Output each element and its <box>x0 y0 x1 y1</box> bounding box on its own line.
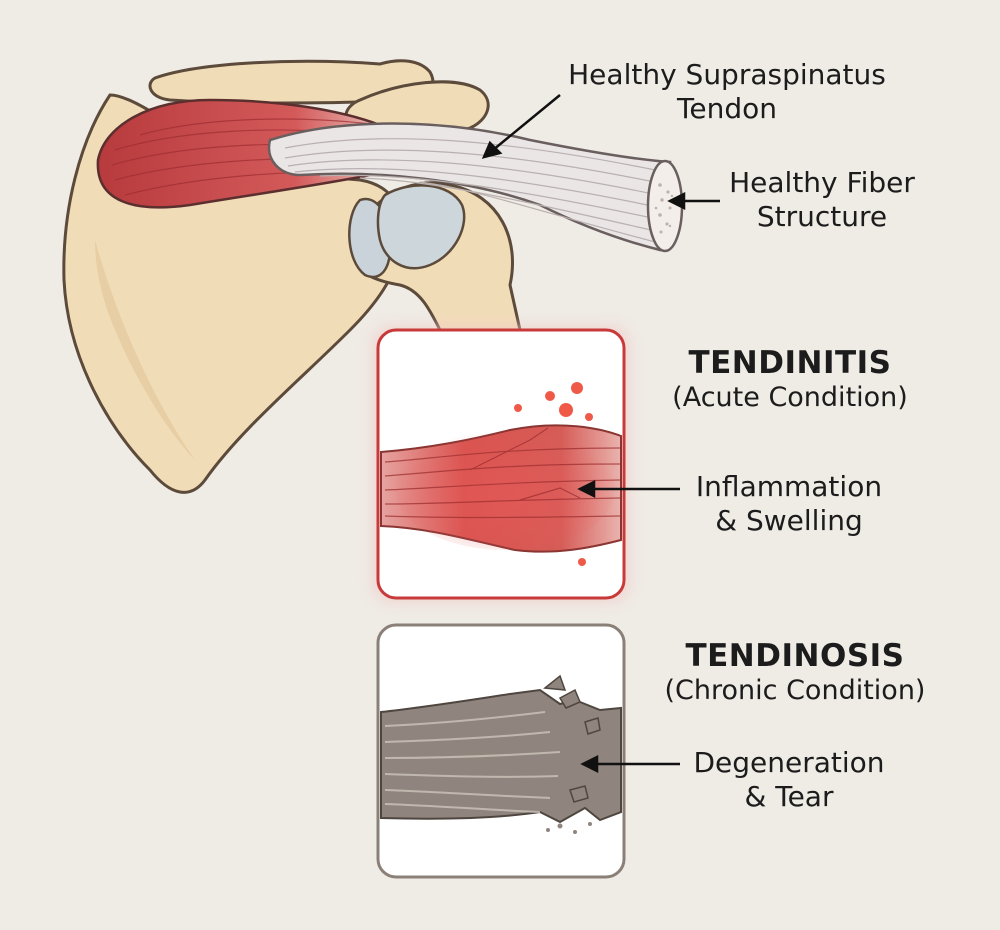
inflamed-fibers <box>384 427 621 519</box>
tendinitis-subtitle: (Acute Condition) <box>672 382 908 414</box>
label-healthy-tendon-line2: Tendon <box>677 91 777 125</box>
arrow-icon <box>481 94 720 774</box>
label-inflammation-line1: Inflammation <box>695 470 883 503</box>
fiber-fragments <box>543 674 601 803</box>
tendon-cut-end <box>646 159 684 253</box>
arrow-head <box>577 479 596 499</box>
label-healthy-fiber-line2: Structure <box>756 199 888 233</box>
label-degeneration-line1: Degeneration <box>693 746 885 779</box>
label-healthy-tendon: Healthy Supraspinatus Tendon <box>562 58 892 125</box>
degenerated-fibers <box>384 711 561 813</box>
humeral-cartilage <box>376 184 466 270</box>
debris-dots <box>546 822 592 834</box>
tendinitis-title: TENDINITIS <box>688 345 892 381</box>
label-degeneration-line2: & Tear <box>744 779 834 813</box>
tendinosis-subtitle: (Chronic Condition) <box>664 675 926 707</box>
shoulder-anatomy <box>62 59 684 494</box>
arrow-head <box>580 754 599 774</box>
label-healthy-tendon-line1: Healthy Supraspinatus <box>568 58 886 91</box>
tendinitis-panel <box>372 325 630 603</box>
label-tendinitis: TENDINITIS (Acute Condition) <box>650 345 930 415</box>
label-healthy-fiber: Healthy Fiber Structure <box>722 166 922 233</box>
label-degeneration: Degeneration & Tear <box>684 746 894 813</box>
label-inflammation-line2: & Swelling <box>715 503 863 537</box>
arrow-healthy-tendon <box>492 94 561 151</box>
tendinosis-panel <box>376 623 626 879</box>
label-inflammation: Inflammation & Swelling <box>684 470 894 537</box>
tendon-cut-texture <box>654 183 674 234</box>
inflammation-dots <box>514 382 593 566</box>
label-healthy-fiber-line1: Healthy Fiber <box>729 166 915 199</box>
arrow-head <box>481 140 503 159</box>
tendinosis-title: TENDINOSIS <box>685 638 905 674</box>
label-tendinosis: TENDINOSIS (Chronic Condition) <box>640 638 950 708</box>
arrow-head <box>667 191 686 211</box>
tendon-fibers <box>284 138 666 244</box>
